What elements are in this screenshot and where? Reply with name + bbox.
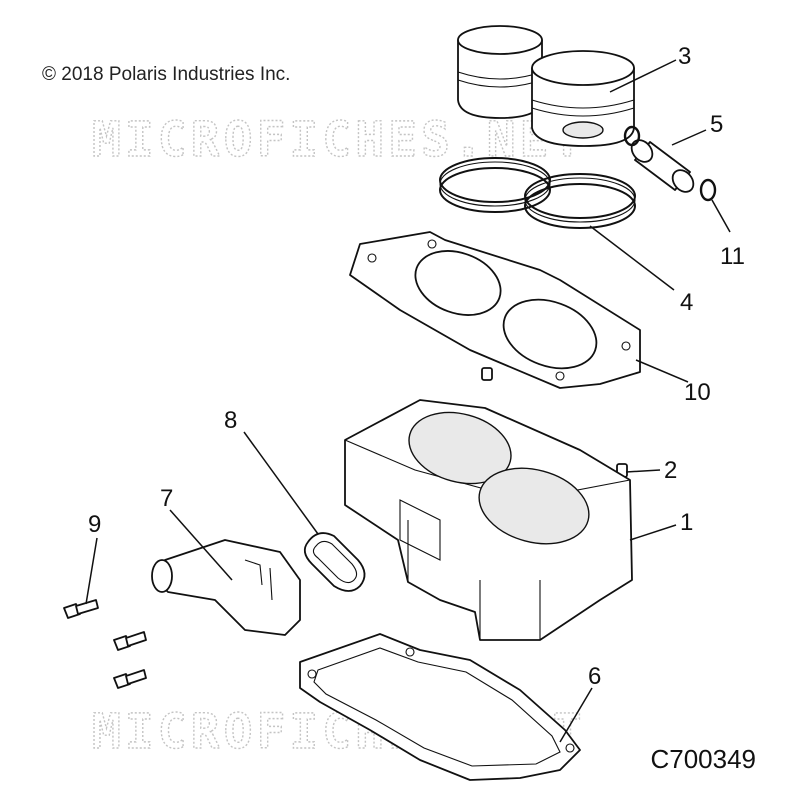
cylinder-block-part-1[interactable]: [344, 399, 633, 641]
callout-1: 1: [680, 509, 693, 536]
watermark-top: MICROFICHES.NET: [92, 112, 585, 168]
water-outlet-part-7[interactable]: [151, 539, 301, 636]
dowel-pin-left[interactable]: [481, 367, 493, 381]
leader-lines: [85, 59, 731, 743]
copyright-text: © 2018 Polaris Industries Inc.: [42, 64, 291, 85]
piston-rings-part-4[interactable]: [439, 157, 636, 229]
circlip-left[interactable]: [623, 125, 641, 147]
callout-5: 5: [710, 111, 723, 138]
callout-3: 3: [678, 43, 691, 70]
callout-2: 2: [664, 457, 677, 484]
base-gasket-part-6[interactable]: [299, 633, 581, 781]
bolt-lower[interactable]: [113, 669, 147, 689]
callout-4: 4: [680, 289, 693, 316]
seal-part-8[interactable]: [303, 532, 366, 592]
callout-7: 7: [160, 485, 173, 512]
callout-6: 6: [588, 663, 601, 690]
piston-part-3[interactable]: [457, 25, 635, 147]
callout-8: 8: [224, 407, 237, 434]
head-gasket-part-10[interactable]: [349, 231, 641, 389]
bolt-middle[interactable]: [113, 631, 147, 651]
circlip-part-11[interactable]: [699, 178, 717, 202]
callout-9: 9: [88, 511, 101, 538]
drawing-id: C700349: [650, 744, 756, 774]
piston-pin-part-5[interactable]: [627, 136, 697, 196]
bolt-part-9[interactable]: [63, 599, 99, 619]
callout-10: 10: [684, 379, 711, 406]
callout-11: 11: [720, 243, 745, 270]
